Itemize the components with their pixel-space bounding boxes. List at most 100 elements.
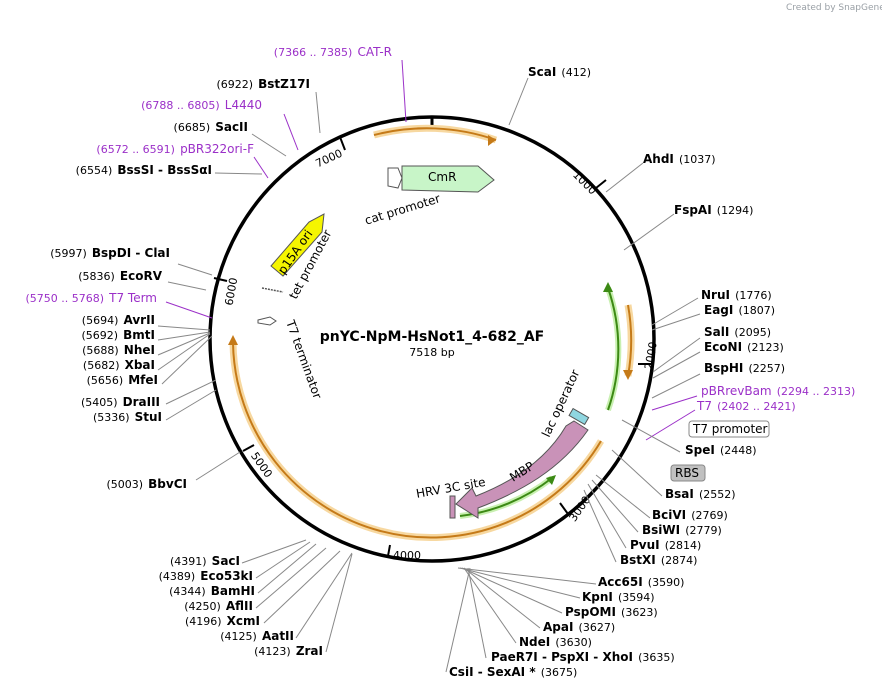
site-leader-line [255, 541, 311, 579]
site-leader-line [652, 337, 701, 373]
site-name: SacI [212, 554, 240, 568]
tet-promoter-feature[interactable] [261, 287, 284, 293]
site-label[interactable]: BsaI (2552) [665, 483, 736, 502]
site-label[interactable]: BciVI (2769) [652, 504, 728, 523]
t7-promoter-box[interactable] [688, 420, 770, 438]
p15a-ori-feature[interactable] [270, 213, 325, 277]
site-label[interactable]: BstXI (2874) [620, 549, 697, 568]
site-label[interactable]: (4196) XcmI [185, 610, 260, 629]
site-name: BmtI [123, 328, 155, 342]
site-label[interactable]: (5688) NheI [82, 339, 155, 358]
site-label[interactable]: (4125) AatII [220, 625, 294, 644]
site-label[interactable]: EcoNI (2123) [704, 336, 784, 355]
tick-label-6000: 6000 [223, 277, 241, 307]
site-label[interactable]: PvuI (2814) [630, 534, 701, 553]
site-label[interactable]: BspHI (2257) [704, 357, 785, 376]
site-leader-line [165, 379, 217, 405]
mbp-feature[interactable] [455, 420, 589, 519]
site-label[interactable]: ScaI (412) [528, 61, 591, 80]
site-label[interactable]: SalI (2095) [704, 321, 771, 340]
orf-large-arrowhead [228, 335, 238, 345]
site-label[interactable]: KpnI (3594) [582, 586, 655, 605]
site-position: (2779) [685, 524, 722, 537]
site-label[interactable]: BsiWI (2779) [642, 519, 722, 538]
site-leader-line [467, 567, 487, 659]
site-position: (4196) [185, 615, 222, 628]
site-name: pBR322ori-F [180, 142, 254, 156]
site-name: PspOMI [565, 605, 616, 619]
site-label[interactable]: PaeR7I - PspXI - XhoI (3635) [491, 646, 675, 665]
site-position: (3675) [541, 666, 578, 679]
site-position: (4344) [169, 585, 206, 598]
rbs-label: RBS [675, 466, 699, 480]
site-label[interactable]: (5336) StuI [93, 406, 162, 425]
site-label[interactable]: EagI (1807) [704, 299, 775, 318]
rbs-box[interactable] [670, 464, 706, 482]
site-label[interactable]: ApaI (3627) [543, 616, 615, 635]
site-label[interactable]: (6685) SacII [174, 116, 248, 135]
site-label[interactable]: CsiI - SexAI * (3675) [449, 661, 577, 680]
site-label[interactable]: FspAI (1294) [674, 199, 753, 218]
site-position: (2294 .. 2313) [777, 385, 856, 398]
site-label[interactable]: (5836) EcoRV [78, 265, 162, 284]
site-label[interactable]: (5694) AvrII [82, 309, 155, 328]
site-label[interactable]: (6788 .. 6805) L4440 [141, 94, 262, 113]
site-label[interactable]: (4389) Eco53kI [159, 565, 253, 584]
site-label[interactable]: NruI (1776) [701, 284, 772, 303]
site-label[interactable]: (4250) AflII [184, 595, 253, 614]
site-label[interactable]: (7366 .. 7385) CAT-R [274, 41, 392, 60]
site-label[interactable]: (4344) BamHI [169, 580, 255, 599]
leader-lines [157, 59, 701, 673]
lac-operator-feature[interactable] [568, 407, 590, 426]
site-name: SpeI [685, 443, 715, 457]
site-leader-line [461, 567, 563, 614]
site-position: (5750 .. 5768) [25, 292, 104, 305]
site-label[interactable]: SpeI (2448) [685, 439, 757, 458]
site-label[interactable]: (4391) SacI [170, 550, 240, 569]
site-leader-line [508, 77, 529, 126]
green-right [607, 287, 620, 411]
site-position: (5694) [82, 314, 119, 327]
tick-label-4000: 4000 [393, 549, 421, 562]
site-position: (4125) [220, 630, 257, 643]
site-leader-line [263, 550, 341, 624]
site-position: (1037) [679, 153, 716, 166]
site-position: (6685) [174, 121, 211, 134]
site-position: (5405) [81, 396, 118, 409]
site-position: (3627) [579, 621, 616, 634]
site-label[interactable]: (6922) BstZ17I [216, 73, 310, 92]
site-label[interactable]: (5997) BspDI - ClaI [50, 242, 170, 261]
site-name: KpnI [582, 590, 613, 604]
site-leader-line [253, 156, 269, 179]
cmr-feature[interactable] [401, 165, 495, 193]
site-label[interactable]: (5656) MfeI [87, 369, 158, 388]
site-label[interactable]: (5003) BbvCI [106, 473, 187, 492]
site-label[interactable]: (5405) DraIII [81, 391, 160, 410]
site-leader-line [651, 373, 701, 399]
site-leader-line [177, 263, 213, 276]
site-label[interactable]: Acc65I (3590) [598, 571, 684, 590]
site-name: DraIII [123, 395, 160, 409]
site-label[interactable]: AhdI (1037) [643, 148, 716, 167]
site-label[interactable]: (6554) BssSI - BssSαI [76, 159, 212, 178]
site-name: SalI [704, 325, 729, 339]
site-label[interactable]: NdeI (3630) [519, 631, 592, 650]
hrv-3c-site-feature[interactable] [449, 495, 456, 519]
site-leader-line [651, 395, 698, 411]
t7-terminator-feature[interactable] [257, 316, 277, 326]
site-name: BstZ17I [258, 77, 310, 91]
site-label[interactable]: pBRrevBam (2294 .. 2313) [701, 380, 855, 399]
site-label[interactable]: T7 (2402 .. 2421) [696, 395, 796, 414]
site-leader-line [459, 567, 581, 599]
site-label[interactable]: (5750 .. 5768) T7 Term [25, 287, 157, 306]
tick-3000 [559, 502, 569, 515]
site-name: L4440 [225, 98, 262, 112]
site-leader-line [255, 547, 327, 609]
site-label[interactable]: (5692) BmtI [81, 324, 155, 343]
site-label[interactable]: (5682) XbaI [83, 354, 155, 373]
site-label[interactable]: (4123) ZraI [254, 640, 323, 659]
site-leader-line [605, 162, 644, 193]
cat-promoter-feature[interactable] [387, 167, 403, 189]
site-label[interactable]: (6572 .. 6591) pBR322ori-F [96, 138, 254, 157]
site-label[interactable]: PspOMI (3623) [565, 601, 658, 620]
